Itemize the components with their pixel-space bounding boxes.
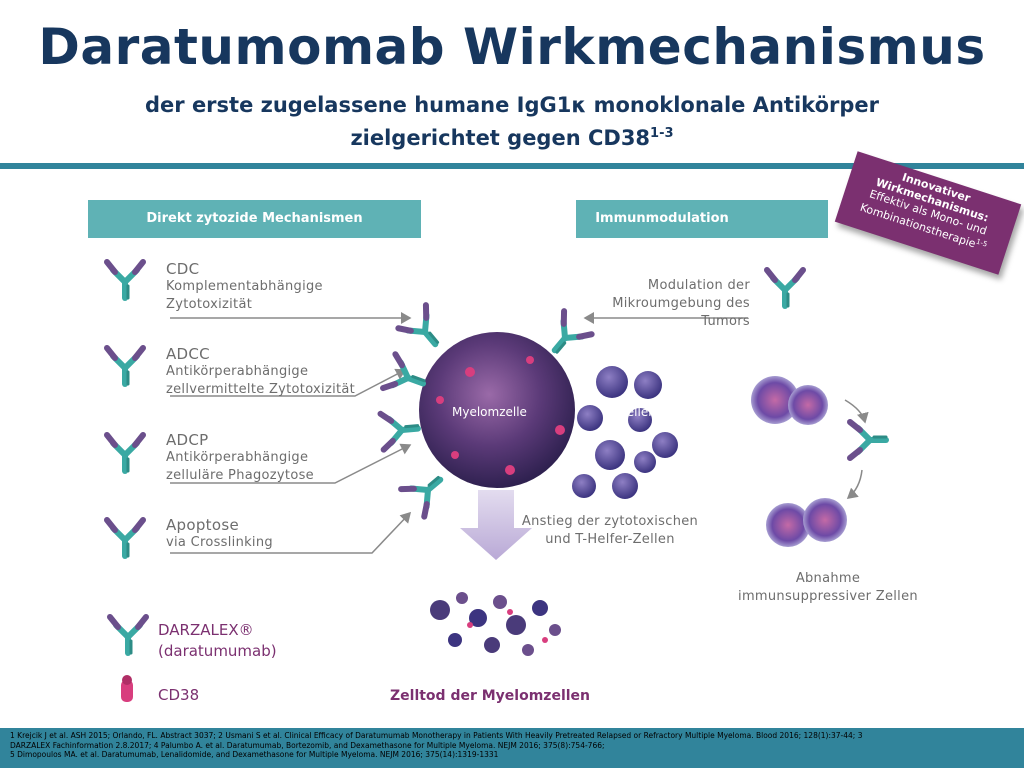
label-abnahme-line-1: Abnahme xyxy=(795,571,861,586)
mechanism-line-2: Zytotoxizität xyxy=(166,297,253,312)
legend-darzalex: DARZALEX® (daratumumab) xyxy=(158,620,277,662)
antibody-apoptose-icon xyxy=(107,520,143,556)
label-modulation-line-2: Mikroumgebung des Tumors xyxy=(612,296,750,329)
antibody-adcp-icon xyxy=(107,435,143,471)
mechanism-line-2: zelluläre Phagozytose xyxy=(166,468,314,483)
label-modulation-line-1: Modulation der xyxy=(647,278,750,293)
label-anstieg: Anstieg der zytotoxischen und T-Helfer-Z… xyxy=(520,513,700,549)
mechanism-name: CDC xyxy=(166,260,200,278)
subtitle-line-2: zielgerichtet gegen CD381-3 xyxy=(0,126,1024,150)
mechanism-line-1: Antikörperabhängige xyxy=(166,450,309,465)
legend-cd38-icon xyxy=(121,675,133,702)
bound-antibody-icon xyxy=(401,466,452,517)
mechanism-line-2: zellvermittelte Zytotoxizität xyxy=(166,382,356,397)
reference-line: 5 Dimopoulos MA. et al. Daratumumab, Len… xyxy=(10,750,499,759)
legend-daratumumab: (daratumumab) xyxy=(158,642,277,660)
label-modulation: Modulation der Mikroumgebung des Tumors xyxy=(566,277,750,331)
legend-cd38: CD38 xyxy=(158,686,200,704)
mechanism-name: ADCC xyxy=(166,345,210,363)
t-cells-icon xyxy=(572,366,678,499)
mechanism-name: Apoptose xyxy=(166,516,239,534)
cycle-arrow-1 xyxy=(844,399,869,424)
arrow-apoptose xyxy=(170,511,412,554)
label-myelomzelle: Myelomzelle xyxy=(452,405,527,419)
mechanism-line-1: via Crosslinking xyxy=(166,535,273,550)
reference-line: DARZALEX Fachinformation 2.8.2017; 4 Pal… xyxy=(10,740,605,750)
legend-darzalex-icon xyxy=(110,617,146,653)
mechanism-cdc: CDC Komplementabhängige Zytotoxizität xyxy=(166,260,323,314)
reference-line: 1 Krejcik J et al. ASH 2015; Orlando, FL… xyxy=(10,731,863,740)
antibody-cdc-icon xyxy=(107,262,143,298)
label-anstieg-line-2: und T-Helfer-Zellen xyxy=(545,532,675,547)
subtitle-line-2-sup: 1-3 xyxy=(650,126,674,141)
bound-antibody-icon xyxy=(398,305,449,356)
myelom-cell-icon xyxy=(419,332,575,488)
arrow-adcp xyxy=(170,443,412,484)
page-title: Daratumomab Wirkmechanismus xyxy=(38,18,986,76)
label-t-zellen: T-Zellen xyxy=(608,405,656,419)
label-abnahme-line-2: immunsuppressiver Zellen xyxy=(738,589,918,604)
arrow-adcc xyxy=(170,368,407,397)
mechanism-name: ADCP xyxy=(166,431,209,449)
label-zelltod: Zelltod der Myelomzellen xyxy=(390,688,591,704)
subtitle-line-1: der erste zugelassene humane IgG1κ monok… xyxy=(145,93,879,117)
suppressive-cells-icon xyxy=(751,376,847,547)
arrow-celldeath xyxy=(460,490,532,560)
dead-cell-icon xyxy=(430,592,561,656)
header-direct-cytotoxic: Direkt zytozide Mechanismen xyxy=(88,200,421,238)
bound-antibody-icon xyxy=(381,411,420,450)
mechanism-line-1: Komplementabhängige xyxy=(166,279,323,294)
badge-line-4-sup: 1-5 xyxy=(975,237,989,249)
mechanism-line-1: Antikörperabhängige xyxy=(166,364,309,379)
mechanism-adcp: ADCP Antikörperabhängige zelluläre Phago… xyxy=(166,431,314,485)
subtitle-line-2-text: zielgerichtet gegen CD38 xyxy=(350,126,651,150)
antibody-adcc-icon xyxy=(107,348,143,384)
cycle-arrow-2 xyxy=(846,469,863,499)
header-immunomodulation: Immunmodulation xyxy=(576,200,828,238)
references-footer: 1 Krejcik J et al. ASH 2015; Orlando, FL… xyxy=(0,728,1024,768)
legend-darzalex-name: DARZALEX® xyxy=(158,621,254,639)
antibody-modulation-icon xyxy=(767,270,803,306)
title-divider xyxy=(0,163,1024,169)
mechanism-adcc: ADCC Antikörperabhängige zellvermittelte… xyxy=(166,345,355,399)
label-anstieg-line-1: Anstieg der zytotoxischen xyxy=(521,514,699,529)
label-abnahme: Abnahme immunsuppressiver Zellen xyxy=(738,570,918,606)
antibody-cycle-icon xyxy=(850,422,886,458)
mechanism-apoptose: Apoptose via Crosslinking xyxy=(166,516,273,552)
